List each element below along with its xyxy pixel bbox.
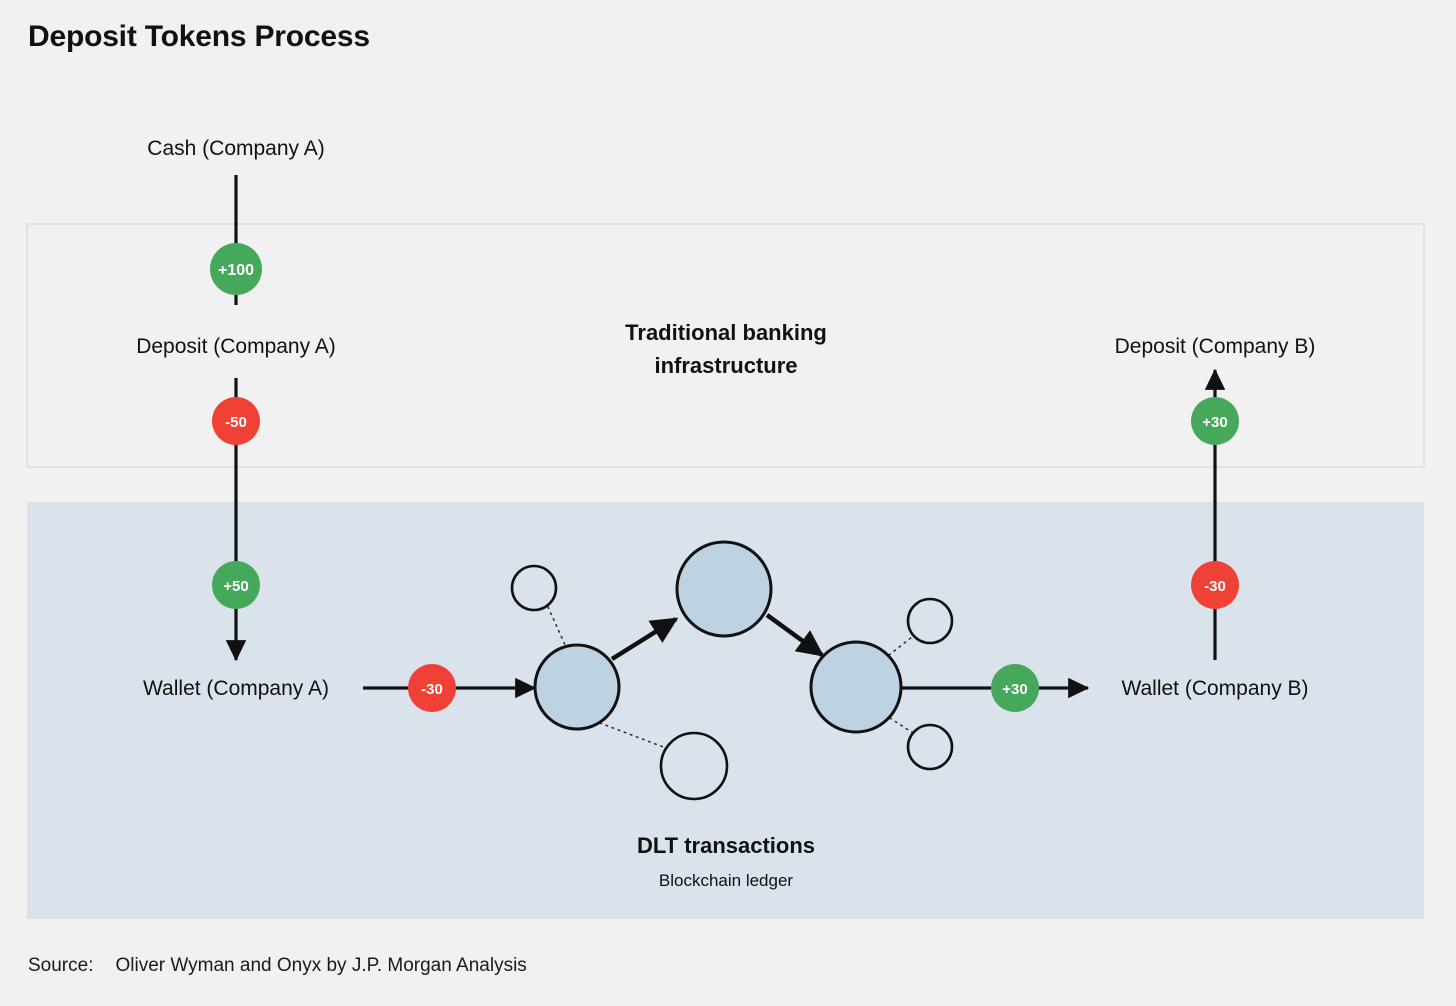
badge-label: -30 [421,681,443,698]
badge-label: +100 [218,262,254,279]
ledger-satellite-node-2[interactable] [659,731,729,801]
ledger-flow-node2-to-node3 [765,613,825,657]
ledger-link-satellite-bottom-right [889,717,914,734]
ledger-node-3[interactable] [809,640,903,734]
badge-wallet-b-transfer-in[interactable]: +30 [991,664,1039,712]
node-label-cash-company-a: Cash (Company A) [147,137,324,160]
badge-wallet-a-transfer-out[interactable]: -30 [408,664,456,712]
ledger-link-satellite-top-left [547,606,567,648]
badge-cash-to-deposit-a[interactable]: +100 [210,243,262,295]
ledger-satellite-node-3[interactable] [906,597,954,645]
badge-wallet-a-inflow[interactable]: +50 [212,561,260,609]
bank-zone-title-line1: Traditional banking [625,320,827,345]
ledger-flow-node1-to-node2 [610,617,679,661]
badge-wallet-b-outflow[interactable]: -30 [1191,561,1239,609]
ledger-zone-subtitle: Blockchain ledger [659,871,794,890]
ledger-link-satellite-top-right [888,636,913,656]
badge-deposit-a-outflow[interactable]: -50 [212,397,260,445]
badge-label: -30 [1204,578,1226,595]
ledger-node-2[interactable] [675,540,773,638]
ledger-node-1[interactable] [533,643,621,731]
badge-label: +50 [223,578,248,595]
badge-label: -50 [225,414,247,431]
ledger-zone-title: DLT transactions [637,833,815,858]
node-label-wallet-company-b: Wallet (Company B) [1121,677,1308,700]
ledger-link-satellite-bottom-left [599,722,667,749]
badge-label: +30 [1002,681,1027,698]
source-label: Source: [28,955,94,976]
node-label-deposit-company-a: Deposit (Company A) [136,335,336,358]
badge-label: +30 [1202,414,1227,431]
badge-deposit-b-inflow[interactable]: +30 [1191,397,1239,445]
page-title: Deposit Tokens Process [28,20,370,53]
ledger-satellite-node-4[interactable] [906,723,954,771]
bank-zone-title-line2: infrastructure [654,353,797,378]
source-footer: Source: Oliver Wyman and Onyx by J.P. Mo… [28,955,527,977]
node-label-deposit-company-b: Deposit (Company B) [1115,335,1316,358]
source-value: Oliver Wyman and Onyx by J.P. Morgan Ana… [115,955,527,976]
node-label-wallet-company-a: Wallet (Company A) [143,677,329,700]
ledger-satellite-node-1[interactable] [510,564,558,612]
